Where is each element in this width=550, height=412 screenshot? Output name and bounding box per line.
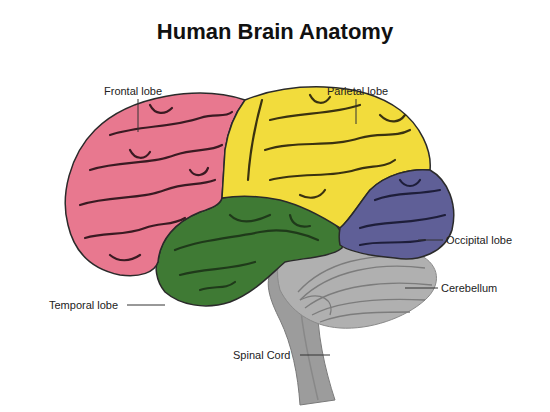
leader-lines [127,99,443,355]
leader-line [127,305,165,306]
occipital-lobe-shape [339,170,454,259]
diagram-title: Human Brain Anatomy [0,18,550,46]
part-label: Frontal lobe [104,84,162,98]
part-label: Occipital lobe [446,233,512,247]
leader-line [418,240,443,241]
part-label: Spinal Cord [233,348,290,362]
leader-line [300,355,330,356]
occipital-sulci [360,180,445,245]
frontal-sulci [80,105,232,260]
frontal-lobe-shape [65,93,245,276]
temporal-sulci [175,215,318,290]
part-label: Temporal lobe [49,298,118,312]
part-label: Parietal lobe [327,84,388,98]
leader-line [356,99,357,124]
leader-line [405,288,438,289]
part-label: Cerebellum [441,281,497,295]
cerebellum-folia [298,256,432,322]
leader-line [138,99,139,132]
